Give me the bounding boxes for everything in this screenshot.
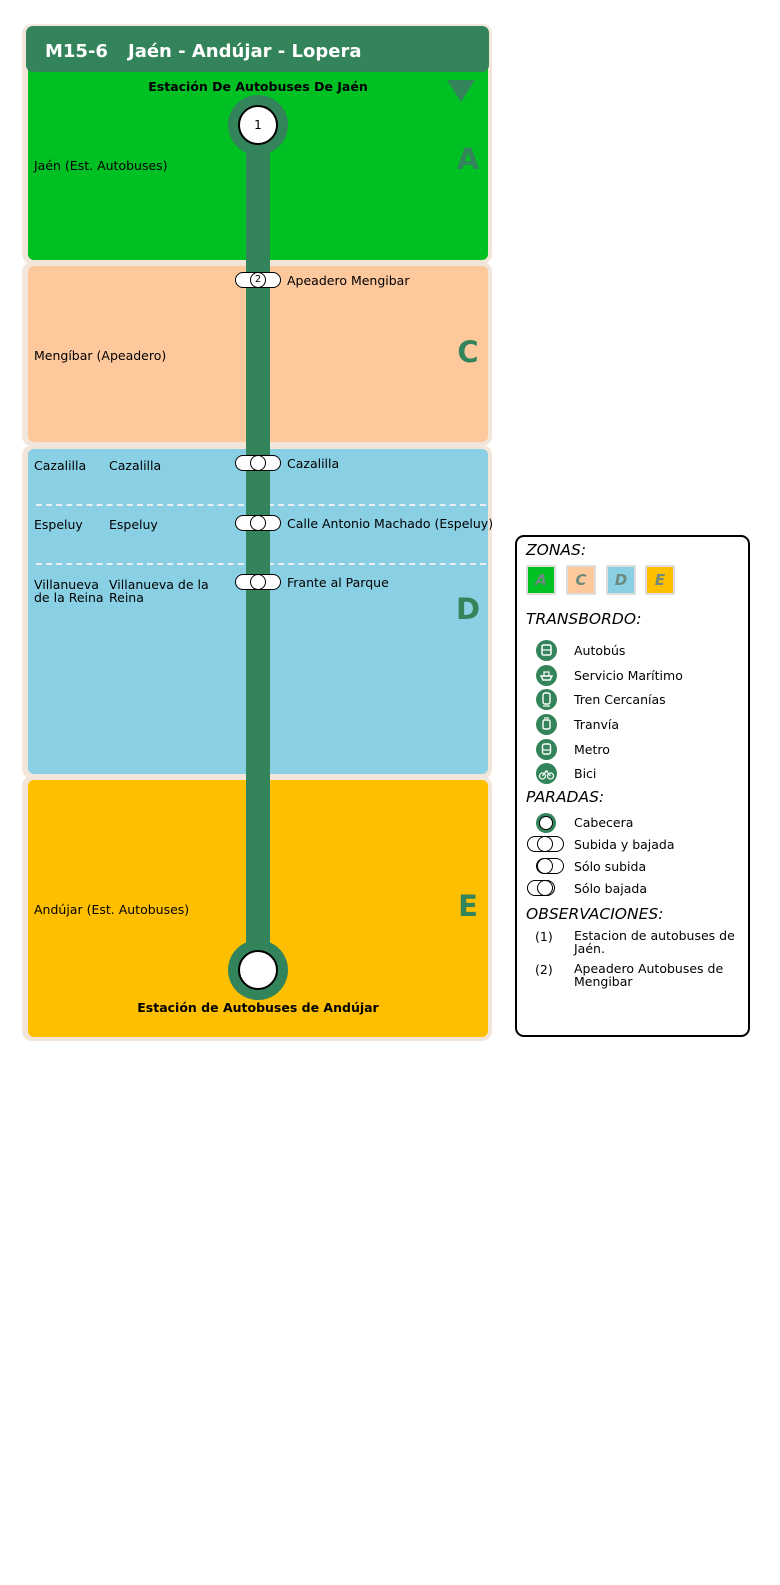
legend-label-ferry: Servicio Marítimo [574, 668, 683, 683]
legend-label-solo-bajada: Sólo bajada [574, 881, 647, 896]
zone-c-letter: C [457, 335, 479, 369]
stop-label-antonio-machado: Calle Antonio Machado (Espeluy) [287, 516, 494, 531]
stop-marker-antonio-machado[interactable] [235, 514, 281, 531]
legend-label-metro: Metro [574, 742, 610, 757]
observation-number-1: (1) [535, 929, 553, 944]
locality-label-espeluy: Espeluy [109, 517, 158, 532]
ferry-icon [536, 665, 557, 686]
train-icon [536, 689, 557, 710]
legend-label-train: Tren Cercanías [574, 692, 666, 707]
stop-marker-apeadero-mengibar[interactable]: 2 [235, 271, 281, 288]
metro-icon [536, 739, 557, 760]
route-line [246, 124, 270, 972]
municipality-label-cazalilla: Cazalilla [34, 458, 87, 473]
route-code: M15-6 [45, 41, 108, 62]
zone-a-letter: A [456, 142, 480, 176]
route-name: Jaén - Andújar - Lopera [128, 41, 362, 62]
legend-solo-bajada-symbol [527, 879, 555, 896]
legend-zone-swatch-d: D [606, 565, 636, 595]
zone-d-letter: D [455, 592, 481, 626]
legend-label-tram: Tranvía [574, 717, 620, 732]
bike-icon [536, 763, 557, 784]
legend-observaciones-title: OBSERVACIONES: [526, 905, 664, 923]
destination-terminal-marker[interactable] [228, 940, 288, 1000]
municipality-label-jaen: Jaén (Est. Autobuses) [34, 158, 168, 173]
observation-text-2: Apeadero Autobuses de Mengibar [574, 961, 724, 989]
legend-label-solo-subida: Sólo subida [574, 859, 647, 874]
direction-arrow-icon [447, 80, 475, 102]
tram-icon [536, 714, 557, 735]
origin-terminal-name: Estación De Autobuses De Jaén [148, 79, 368, 94]
legend-zone-swatch-c: C [566, 565, 596, 595]
destination-terminal-circle [238, 950, 278, 990]
legend-paradas-title: PARADAS: [526, 788, 605, 806]
legend-label-bus: Autobús [574, 643, 626, 658]
destination-terminal-name: Estación de Autobuses de Andújar [137, 1000, 379, 1015]
municipality-label-mengibar: Mengíbar (Apeadero) [34, 348, 167, 363]
legend-zonas-title: ZONAS: [526, 541, 587, 559]
legend-transbordo-title: TRANSBORDO: [526, 610, 642, 628]
municipality-label-espeluy: Espeluy [34, 517, 83, 532]
legend-panel: ZONAS: A C D E TRANSBORDO: Autobús Servi… [515, 535, 750, 1037]
bus-icon [536, 640, 557, 661]
observation-text-1: Estacion de autobuses de Jaén. [574, 928, 735, 956]
stop-label-frante-parque: Frante al Parque [287, 575, 389, 590]
stop-circle [250, 454, 266, 471]
stop-label-apeadero-mengibar: Apeadero Mengibar [287, 273, 410, 288]
stop-marker-frante-parque[interactable] [235, 573, 281, 590]
legend-label-subida-bajada: Subida y bajada [574, 837, 675, 852]
route-header: M15-6 Jaén - Andújar - Lopera [26, 26, 489, 72]
municipality-label-villanueva: Villanueva de la Reina [34, 577, 104, 605]
legend-label-bike: Bici [574, 766, 597, 781]
legend-label-cabecera: Cabecera [574, 815, 634, 830]
zone-e-letter: E [458, 889, 478, 923]
origin-terminal-circle: 1 [238, 105, 278, 145]
legend-subida-bajada-symbol [527, 835, 564, 852]
stop-label-cazalilla: Cazalilla [287, 456, 340, 471]
stop-note-ref: 2 [250, 271, 266, 288]
municipality-label-andujar: Andújar (Est. Autobuses) [34, 902, 190, 917]
locality-label-cazalilla: Cazalilla [109, 458, 162, 473]
observation-number-2: (2) [535, 962, 553, 977]
origin-note-ref: 1 [254, 118, 262, 132]
legend-cabecera-symbol [536, 813, 556, 833]
origin-terminal-marker[interactable]: 1 [228, 95, 288, 155]
locality-label-villanueva: Villanueva de la Reina [109, 577, 209, 605]
legend-zone-swatch-a: A [526, 565, 556, 595]
stop-marker-cazalilla[interactable] [235, 454, 281, 471]
legend-zone-swatch-e: E [645, 565, 675, 595]
stop-circle [250, 514, 266, 531]
stop-circle [250, 573, 266, 590]
legend-solo-subida-symbol [536, 857, 564, 874]
